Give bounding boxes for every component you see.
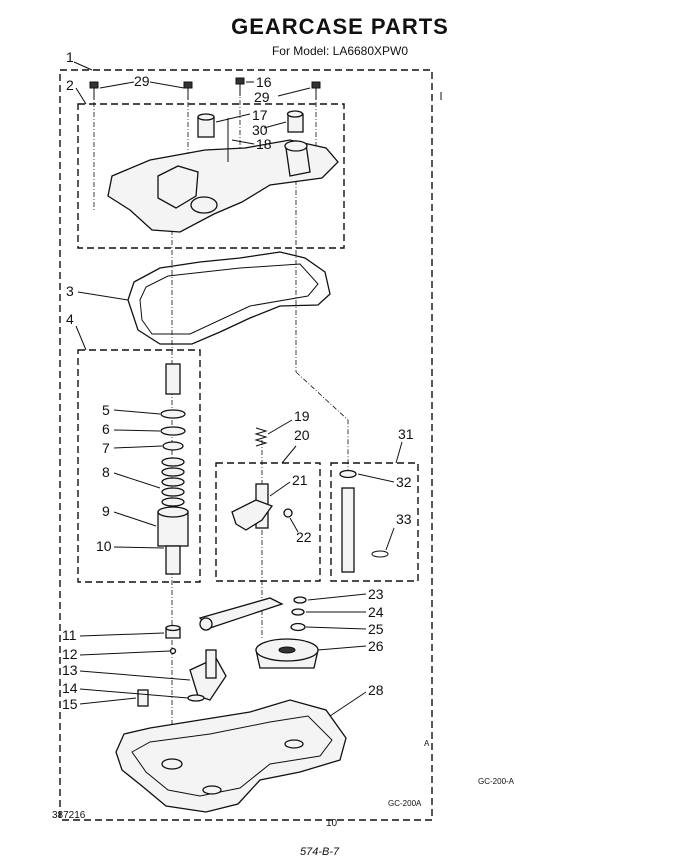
base-boss <box>284 739 304 749</box>
callout-label: 11 <box>62 627 77 643</box>
base-boss <box>161 758 183 770</box>
pinion-shaft <box>341 487 355 573</box>
base-boss <box>202 785 222 795</box>
spring-part <box>161 457 185 507</box>
callout-label: 5 <box>102 402 110 418</box>
clip-part-22 <box>283 508 293 518</box>
callout-label: 30 <box>252 122 268 138</box>
callout-label: 10 <box>96 538 112 554</box>
screw-part <box>89 77 321 100</box>
callout-label: 22 <box>296 529 312 545</box>
cover-boss-left <box>157 165 199 209</box>
callout-label: 15 <box>62 696 78 712</box>
spring-part-19 <box>254 427 268 447</box>
callout-label: 8 <box>102 464 110 480</box>
callout-label: 28 <box>368 682 384 698</box>
callout-label: 29 <box>254 89 270 105</box>
shaft-lower <box>165 545 181 575</box>
callout-label: 13 <box>62 662 78 678</box>
page-title: GEARCASE PARTS <box>231 14 449 39</box>
leader-lines <box>73 61 403 717</box>
callout-label: 19 <box>294 408 310 424</box>
side-code: GC-200-A <box>478 777 515 786</box>
callout-label: 16 <box>256 74 272 90</box>
cover-tower-top <box>284 140 308 152</box>
callout-label: 20 <box>294 427 310 443</box>
callout-label: 23 <box>368 586 384 602</box>
clip-part-33 <box>371 550 389 558</box>
callout-label: 4 <box>66 311 74 327</box>
cover-boss <box>190 196 218 214</box>
washer-part-24 <box>291 608 305 616</box>
ball-part-12 <box>169 647 177 655</box>
callout-label: 12 <box>62 646 78 662</box>
callout-label: 31 <box>398 426 414 442</box>
callout-label: 29 <box>134 73 150 89</box>
page-number: 10 <box>326 818 338 829</box>
shifter-group-box <box>215 462 321 582</box>
gearcase-cover <box>107 139 339 233</box>
washer-part-25 <box>290 622 306 632</box>
gearcase-base <box>115 699 347 813</box>
callout-label: 2 <box>66 77 74 93</box>
pinion-group-box <box>330 462 419 582</box>
gasket <box>127 251 331 345</box>
callout-label: 17 <box>252 107 268 123</box>
washer-part <box>160 426 186 436</box>
callout-label: 3 <box>66 283 74 299</box>
shifter-fork <box>231 499 274 531</box>
cover-group-box <box>77 103 345 249</box>
washer-part-23 <box>293 596 307 604</box>
pin-part-15 <box>137 689 149 707</box>
shaft-group-box <box>77 349 201 583</box>
washer-part <box>160 409 186 419</box>
handwritten-note: 574-B-7 <box>300 846 340 858</box>
washer-part-32 <box>339 469 357 479</box>
callout-label: 26 <box>368 638 384 654</box>
cam-post <box>205 649 217 679</box>
center-line-offset <box>295 371 349 470</box>
shaft-spline <box>165 363 181 395</box>
callout-label: 18 <box>256 136 272 152</box>
model-number: For Model: LA6680XPW0 <box>271 44 409 58</box>
callout-label: 9 <box>102 503 110 519</box>
callout-label: 32 <box>396 474 412 490</box>
washer-part-14 <box>187 694 205 702</box>
callout-label: 14 <box>62 680 78 696</box>
callout-label: 33 <box>396 511 412 527</box>
callout-label: 7 <box>102 440 110 456</box>
figure-code: GC-200A <box>388 799 422 808</box>
callout-label: 6 <box>102 421 110 437</box>
washer-part <box>162 441 184 451</box>
callout-label: 21 <box>292 472 308 488</box>
gasket-inner-edge <box>139 263 319 335</box>
doc-number: 387216 <box>52 810 86 821</box>
callout-label: 25 <box>368 621 384 637</box>
base-inner-wall <box>131 715 333 797</box>
callout-label: 1 <box>66 49 74 65</box>
callout-label: 24 <box>368 604 384 620</box>
side-mark: A <box>424 739 430 748</box>
